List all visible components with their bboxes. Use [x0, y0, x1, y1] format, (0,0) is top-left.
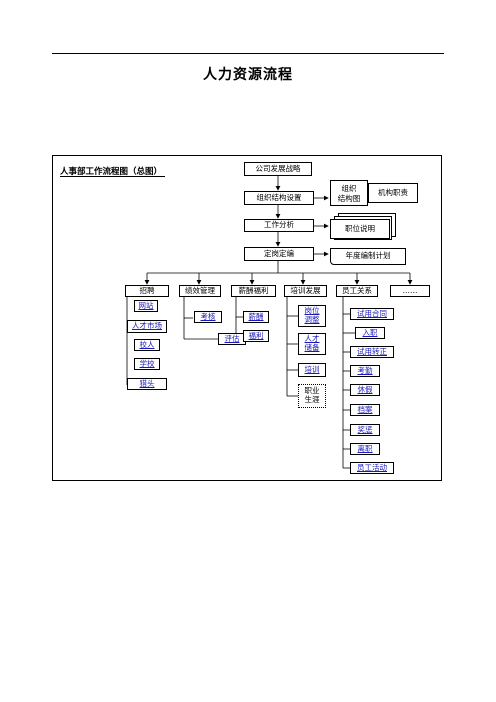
relations-item-probation-contract[interactable]: 试用合同 [350, 308, 394, 320]
strategy-box[interactable]: 公司发展战略 [244, 162, 312, 176]
job-description-doc[interactable]: 职位说明 [330, 219, 390, 239]
org-setup-box[interactable]: 组织结构设置 [244, 191, 314, 205]
header-rule [52, 53, 444, 54]
performance-item-assessment[interactable]: 考核 [194, 311, 222, 323]
annual-plan-doc[interactable]: 年度编制计划 [330, 248, 406, 265]
compensation-item-salary[interactable]: 薪酬 [243, 311, 269, 323]
relations-header[interactable]: 员工关系 [336, 285, 378, 297]
staffing-box[interactable]: 定岗定编 [244, 247, 314, 261]
relations-item-attendance[interactable]: 考勤 [350, 365, 380, 377]
training-item-talent-reserve[interactable]: 人才 储备 [298, 333, 326, 355]
relations-item-archive[interactable]: 档案 [350, 404, 380, 416]
recruit-item-headhunter[interactable]: 猎头 [127, 378, 167, 390]
relations-item-resignation[interactable]: 离职 [350, 443, 380, 455]
performance-header[interactable]: 绩效管理 [179, 285, 221, 297]
relations-item-reward-punish[interactable]: 奖惩 [350, 424, 380, 436]
recruit-item-website[interactable]: 网站 [134, 300, 158, 312]
page-title: 人力资源流程 [203, 67, 293, 83]
training-item-job-rotation[interactable]: 岗位 调整 [298, 305, 326, 327]
performance-item-evaluation[interactable]: 评估 [218, 333, 246, 345]
relations-item-probation-confirm[interactable]: 试用转正 [350, 346, 394, 358]
relations-item-activities[interactable]: 员工活动 [350, 462, 394, 474]
diagram-title: 人事部工作流程图（总图） [60, 167, 163, 177]
compensation-header[interactable]: 薪酬福利 [231, 285, 276, 297]
recruit-header[interactable]: 招聘 [125, 285, 169, 297]
recruit-item-school[interactable]: 学校 [134, 358, 160, 370]
dept-duties-doc[interactable]: 机构职责 [368, 183, 418, 203]
relations-item-onboarding[interactable]: 入职 [355, 327, 385, 339]
training-item-training[interactable]: 培训 [298, 363, 326, 377]
job-analysis-box[interactable]: 工作分析 [244, 219, 314, 232]
training-item-career[interactable]: 职业 生涯 [298, 384, 326, 408]
recruit-item-talent-market[interactable]: 人才市场 [127, 320, 167, 333]
compensation-item-benefits[interactable]: 福利 [243, 330, 269, 342]
recruit-item-referral[interactable]: 校人 [134, 339, 160, 351]
training-header[interactable]: 培训发展 [284, 285, 327, 297]
more-header[interactable]: …… [390, 285, 430, 297]
relations-item-leave[interactable]: 休假 [350, 384, 380, 396]
org-chart-doc[interactable]: 组织 结构图 [330, 180, 368, 206]
diagram-frame [52, 155, 442, 481]
diagram-title-underline [60, 176, 165, 177]
